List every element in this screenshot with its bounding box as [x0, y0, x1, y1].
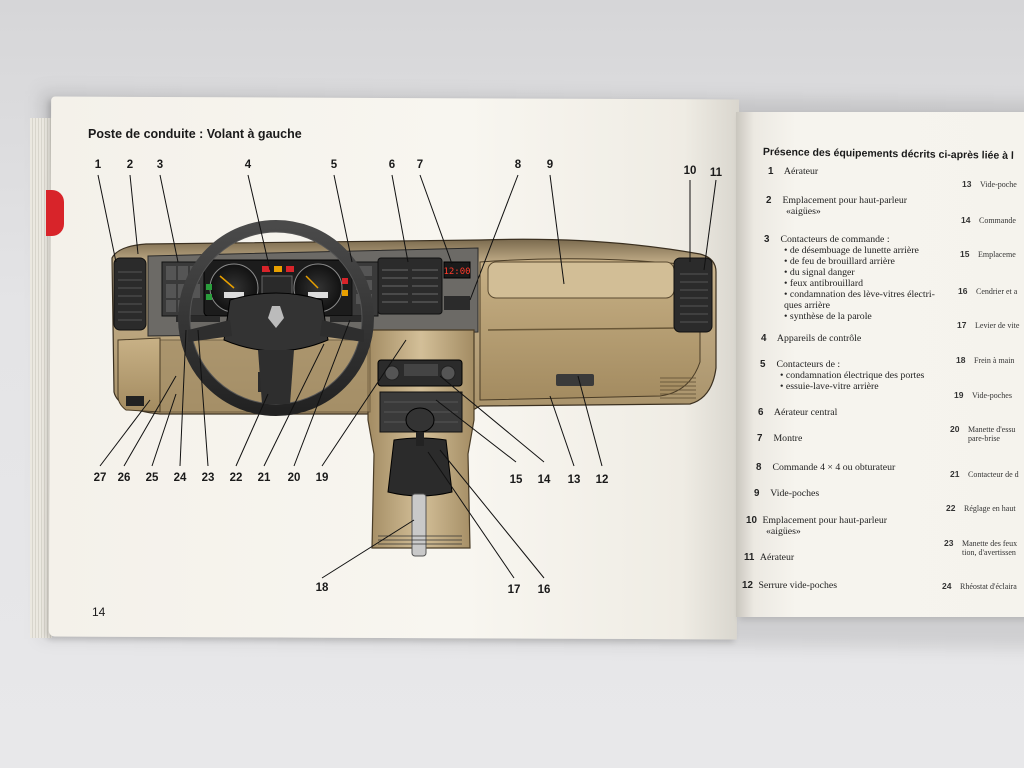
clock-display: 12:00	[443, 267, 470, 277]
callout-13: 13	[567, 474, 581, 486]
legend-item-1: 1 Aérateur	[768, 166, 819, 177]
callout-17: 17	[507, 584, 521, 596]
callout-14: 14	[537, 474, 551, 486]
legend-item-6: 6 Aérateur central	[758, 407, 838, 418]
callout-20: 20	[287, 472, 301, 484]
legend-item-2: 2 Emplacement pour haut-parleur «aigües»	[766, 195, 908, 217]
page-number: 14	[92, 605, 106, 619]
callout-3: 3	[156, 159, 164, 171]
callout-21: 21	[257, 472, 271, 484]
legend-item-10: 10 Emplacement pour haut-parleur «aigües…	[746, 515, 888, 537]
callout-15: 15	[509, 474, 523, 486]
legend-item-4: 4 Appareils de contrôle	[761, 333, 862, 344]
callout-2: 2	[126, 159, 134, 171]
callout-11: 11	[709, 167, 723, 179]
legend-item-12: 12 Serrure vide-poches	[742, 580, 838, 591]
callout-10: 10	[683, 165, 697, 177]
callout-23: 23	[201, 472, 215, 484]
callout-5: 5	[330, 159, 338, 171]
callout-1: 1	[94, 159, 102, 171]
callout-18: 18	[315, 582, 329, 594]
callout-27: 27	[93, 472, 107, 484]
callout-9: 9	[546, 159, 554, 171]
callout-4: 4	[244, 159, 252, 171]
red-tab-marker	[46, 190, 64, 236]
legend-item-7: 7 Montre	[757, 433, 803, 444]
callout-26: 26	[117, 472, 131, 484]
legend-item-3: 3 Contacteurs de commande : de désembuag…	[764, 234, 935, 322]
legend-item-11: 11 Aérateur	[744, 552, 795, 563]
legend-item-8: 8 Commande 4 × 4 ou obturateur	[756, 462, 896, 473]
callout-16: 16	[537, 584, 551, 596]
callout-6: 6	[388, 159, 396, 171]
page-edges	[30, 118, 52, 638]
callout-19: 19	[315, 472, 329, 484]
callout-24: 24	[173, 472, 187, 484]
callout-8: 8	[514, 159, 522, 171]
page-title: Poste de conduite : Volant à gauche	[88, 127, 302, 141]
callout-25: 25	[145, 472, 159, 484]
callout-7: 7	[416, 159, 424, 171]
right-page	[736, 112, 1024, 617]
callout-22: 22	[229, 472, 243, 484]
callout-12: 12	[595, 474, 609, 486]
legend-item-9: 9 Vide-poches	[754, 488, 820, 499]
legend-item-5: 5 Contacteurs de : condamnation électriq…	[760, 359, 924, 392]
